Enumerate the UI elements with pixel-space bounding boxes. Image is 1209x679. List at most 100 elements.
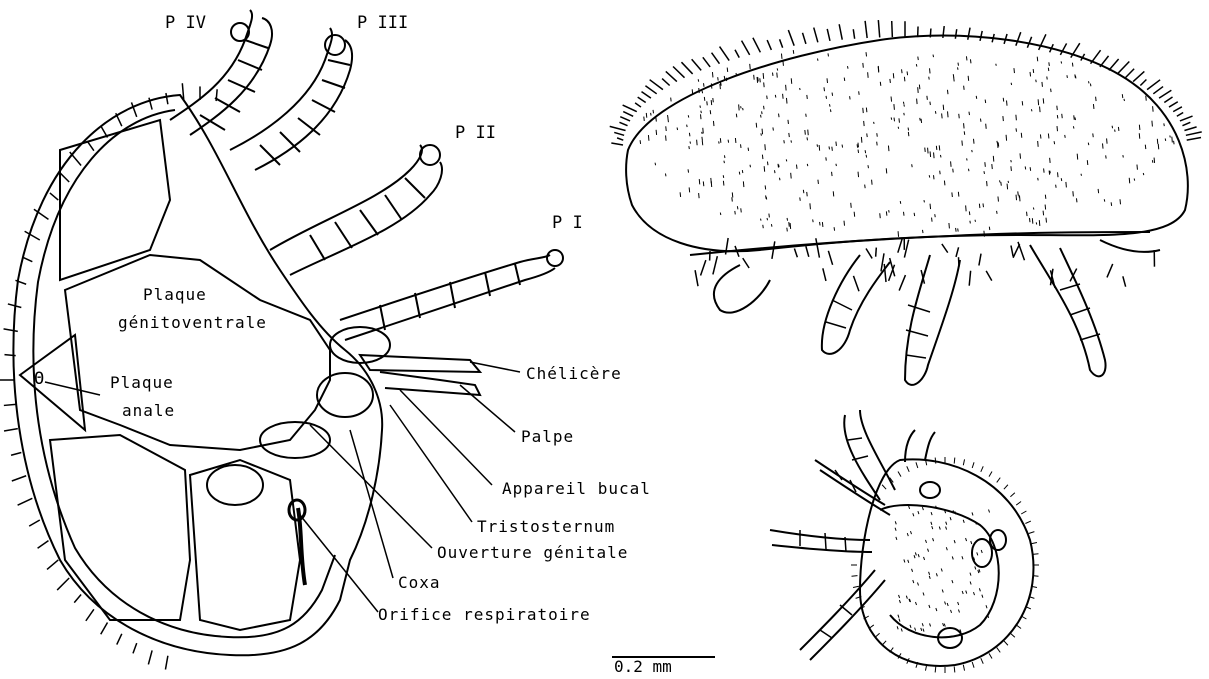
small-leg-3 <box>770 530 872 552</box>
stipple-mark <box>1022 101 1023 105</box>
stipple-mark <box>713 121 714 126</box>
leg-p1 <box>340 255 555 340</box>
label-ouverture: Ouverture génitale <box>437 543 628 563</box>
small-stipple <box>899 600 900 603</box>
lateral-seta <box>1153 87 1163 94</box>
small-stipple <box>952 556 953 559</box>
stipple-mark <box>933 55 934 58</box>
small-leg-4 <box>800 570 885 660</box>
stipple-mark <box>720 213 721 215</box>
small-stipple <box>979 588 980 591</box>
stipple-mark <box>985 162 986 167</box>
small-stipple <box>958 609 959 612</box>
stipple-mark <box>1154 158 1155 163</box>
stipple-mark <box>807 95 808 99</box>
stipple-mark <box>959 114 960 119</box>
stipple-mark <box>1048 134 1049 139</box>
label-chelicere: Chélicère <box>526 364 622 384</box>
ventral-lower-plate-left <box>50 435 190 620</box>
lateral-leg-1 <box>714 265 770 313</box>
stipple-mark <box>761 219 762 221</box>
stipple-mark <box>930 151 931 157</box>
small-stipple <box>924 557 925 560</box>
lateral-seta <box>1177 113 1183 117</box>
stipple-mark <box>1107 138 1108 143</box>
label-orifice: Orifice respiratoire <box>378 605 591 625</box>
stipple-mark <box>761 115 762 118</box>
stipple-mark <box>787 228 788 232</box>
stipple-mark <box>807 137 808 140</box>
lateral-seta <box>614 132 624 135</box>
stipple-mark <box>732 197 733 201</box>
leader-appareil <box>400 390 492 485</box>
small-seta <box>898 471 901 476</box>
stipple-mark <box>777 73 778 78</box>
stipple-mark <box>653 110 654 113</box>
stipple-mark <box>741 208 742 212</box>
small-seta <box>853 586 859 587</box>
small-stipple <box>962 556 963 559</box>
stipple-mark <box>880 213 881 218</box>
stipple-mark <box>922 230 923 233</box>
lateral-seta <box>1180 116 1193 121</box>
stipple-mark <box>1090 84 1091 87</box>
small-seta <box>916 462 918 468</box>
stipple-mark <box>666 135 667 140</box>
small-seta <box>972 662 974 668</box>
small-stipple <box>963 520 964 523</box>
stipple-mark <box>736 73 737 75</box>
stipple-mark <box>1174 141 1175 145</box>
stipple-mark <box>824 87 825 91</box>
stipple-mark <box>640 140 641 144</box>
leader-palpe <box>460 385 515 432</box>
stipple-mark <box>1137 165 1138 170</box>
lateral-seta <box>865 21 867 38</box>
stipple-mark <box>1122 94 1123 98</box>
stipple-mark <box>890 79 891 83</box>
claw-p3 <box>325 35 345 55</box>
lateral-seta <box>955 29 956 39</box>
stipple-mark <box>1019 195 1020 198</box>
small-stipple <box>918 511 919 514</box>
small-stipple <box>962 591 963 594</box>
lateral-seta <box>635 103 641 107</box>
stipple-mark <box>739 172 740 175</box>
stipple-mark <box>975 220 976 222</box>
lateral-seta <box>1140 80 1146 86</box>
stipple-mark <box>687 125 688 127</box>
stipple-mark <box>832 172 833 176</box>
stipple-mark <box>970 221 971 224</box>
lateral-seta <box>712 53 720 64</box>
stipple-mark <box>818 180 819 184</box>
stipple-mark <box>857 144 858 147</box>
stipple-mark <box>964 123 965 128</box>
lateral-seta <box>703 57 710 67</box>
small-seta <box>869 625 874 629</box>
stipple-mark <box>866 52 867 56</box>
stipple-mark <box>908 132 909 136</box>
leg-seta <box>806 246 809 257</box>
stipple-mark <box>786 159 787 161</box>
stipple-mark <box>930 204 931 209</box>
stipple-mark <box>940 171 941 175</box>
stipple-mark <box>866 155 867 158</box>
stipple-mark <box>1038 99 1039 105</box>
small-stipple <box>913 513 914 516</box>
leader-orifice <box>300 515 378 612</box>
stipple-mark <box>764 82 765 87</box>
bristle <box>86 609 94 621</box>
stipple-mark <box>1104 199 1105 201</box>
small-stipple <box>931 522 932 525</box>
stipple-mark <box>1088 143 1089 146</box>
lateral-seta <box>642 92 651 99</box>
stipple-mark <box>920 118 921 121</box>
small-stipple <box>939 527 940 530</box>
stipple-mark <box>948 111 949 117</box>
stipple-mark <box>1049 62 1050 66</box>
bristle <box>23 257 32 261</box>
stipple-mark <box>735 211 736 214</box>
label-palpe: Palpe <box>521 427 574 447</box>
stipple-mark <box>777 68 778 70</box>
label-genitoventral-line1: Plaque <box>143 285 207 305</box>
stipple-mark <box>864 121 865 126</box>
